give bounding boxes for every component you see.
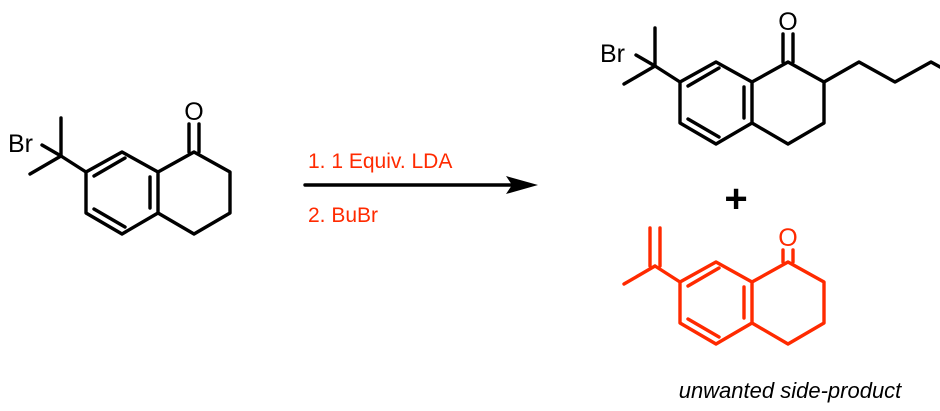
side-product-ring-double-bond: [686, 317, 721, 339]
product-ring-double-bond: [686, 117, 721, 139]
reactant-bromine-label: Br: [8, 130, 33, 158]
reactant-oxygen-label: O: [184, 98, 203, 126]
condition-step-2: 2. BuBr: [308, 204, 378, 227]
product-saturated-ring: [750, 60, 826, 146]
product-bromine-label: Br: [600, 40, 625, 68]
side-product-substituent-bond: [653, 264, 682, 284]
side-product-oxygen-label: O: [778, 224, 797, 252]
condition-step-1: 1. 1 Equiv. LDA: [308, 150, 452, 173]
plus-sign: +: [724, 177, 747, 221]
reaction-arrowhead: [506, 176, 538, 194]
side-product-saturated-ring: [750, 260, 826, 346]
product-molecule: O Br: [600, 8, 940, 146]
product-c-br-bond: [634, 53, 657, 68]
reactant-molecule: O Br: [8, 98, 232, 236]
product-aromatic-ring: [678, 60, 754, 146]
reactant-ring-double-bond: [92, 207, 127, 229]
reactant-c-br-bond: [40, 143, 63, 158]
product-methyl-bond: [622, 64, 657, 86]
side-product-methyl-bond: [622, 264, 657, 286]
side-product-caption: unwanted side-product: [679, 378, 902, 403]
product-ring-double-bond: [686, 66, 721, 88]
side-product-ring-double-bond: [686, 266, 721, 288]
reaction-arrow-group: 1. 1 Equiv. LDA 2. BuBr: [303, 150, 538, 227]
side-product-molecule: O: [622, 224, 826, 346]
product-substituent-bond: [653, 64, 682, 84]
reactant-ring-double-bond: [92, 156, 127, 178]
reactant-substituent-bond: [59, 154, 88, 174]
product-butyl-chain: [822, 60, 940, 84]
reactant-methyl-bond: [28, 154, 63, 176]
side-product-aromatic-ring: [678, 260, 754, 346]
product-oxygen-label: O: [778, 8, 797, 36]
reactant-saturated-ring: [156, 150, 232, 236]
reactant-aromatic-ring: [84, 150, 160, 236]
